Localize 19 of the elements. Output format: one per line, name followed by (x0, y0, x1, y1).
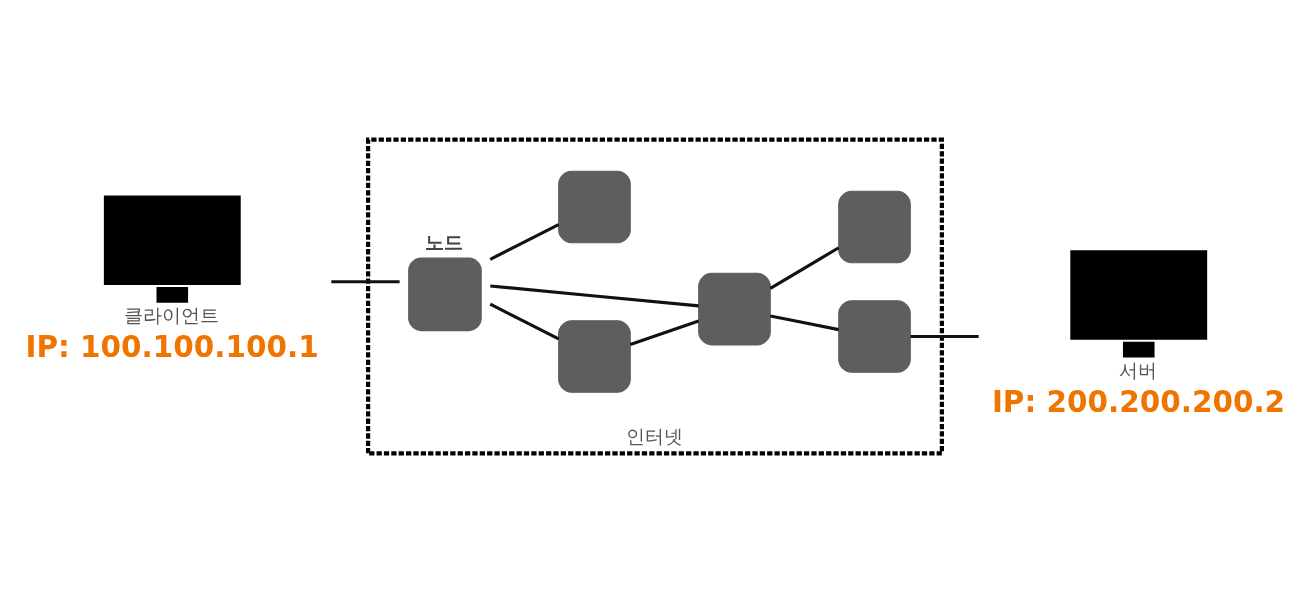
connector (769, 245, 840, 290)
node-box (558, 319, 631, 393)
connector (489, 302, 560, 340)
connector (489, 222, 560, 261)
connector (331, 279, 400, 283)
node-label: IP: 100.100.100.1 (25, 329, 319, 364)
node-label: 클라이언트 (124, 303, 220, 326)
node-box (558, 170, 631, 243)
node-label: 노드 (425, 229, 464, 252)
connector (770, 314, 839, 331)
node-box (408, 257, 482, 331)
node-label: IP: 200.200.200.2 (991, 384, 1286, 419)
node-box (838, 190, 911, 263)
connector (490, 283, 699, 307)
node-label: 서버 (1119, 358, 1158, 381)
connector (910, 334, 979, 338)
connector (629, 319, 700, 346)
node-box (838, 299, 911, 373)
node-box (698, 272, 771, 345)
